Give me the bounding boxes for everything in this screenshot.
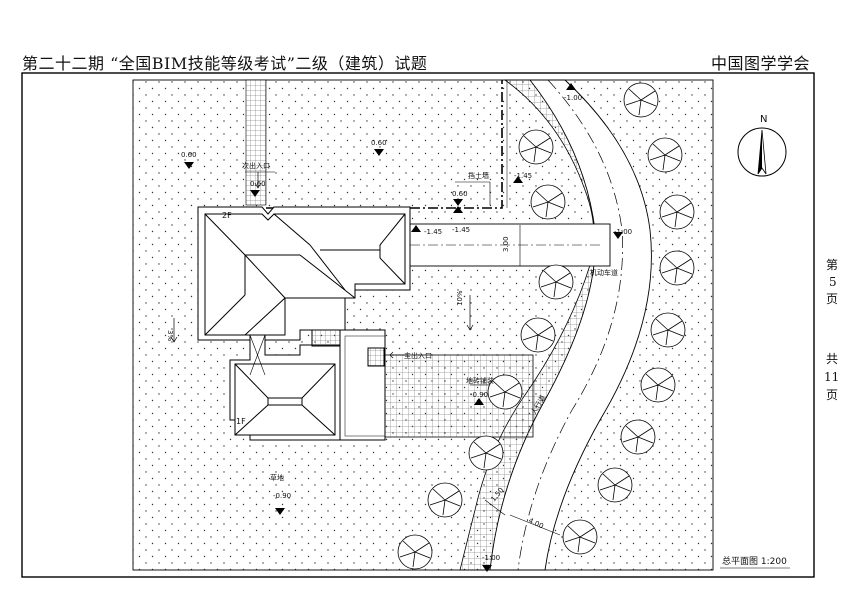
elev-4: 0.60 [452,190,468,198]
page-char-3: 页 [826,292,839,306]
elev-8: -1.45 [514,172,532,180]
floor-1f-label: 1F [236,417,246,426]
retaining-wall-label: 挡土墙 [468,171,489,180]
elev-11: -0.90 [273,492,291,500]
elev-3: 0.60 [250,180,266,188]
page-char-1: 第 [826,258,839,272]
sheet-title: 第二十二期 “全国BIM技能等级考试”二级（建筑）试题 [22,54,428,73]
elev-10: -0.90 [470,391,488,399]
organization-name: 中国图学学会 [710,54,810,73]
car-width-dim [509,514,561,536]
north-compass-icon [737,127,787,177]
road-centerline [517,79,623,571]
elev-2: 0.60 [371,139,387,147]
road-width-value: 3.00 [502,236,510,252]
lawn-label: 草地 [270,473,284,482]
slope-arrows [170,172,474,359]
vehicle-road-label: 机动车道 [590,268,618,277]
total-char-1: 共 [826,352,839,366]
elev-6: -1.45 [424,228,442,236]
slope-left-value: 3% [166,330,174,341]
building-1f [229,329,386,441]
building-2f [197,206,411,341]
trees [397,82,695,570]
walk-width-dim [484,499,506,516]
secondary-entrance-path [245,79,267,206]
total-char-3: 页 [826,388,839,402]
slope-mid-value: 10% [456,290,464,306]
page-char-2: 5 [829,275,837,289]
compass-label: N [760,114,767,125]
secondary-entrance-label: 次出入口 [242,161,270,170]
elevation-markers [184,83,623,572]
elev-7: -1.45 [452,226,470,234]
elev-5: -1.00 [564,94,582,102]
elev-9: -1.00 [614,228,632,236]
sheet-border [21,72,815,578]
elev-1: 0.60 [181,151,197,159]
elev-12: -1.00 [482,554,500,562]
plan-caption: 总平面图 1:200 [722,555,787,567]
brick-paving-label: 地砖铺装 [466,376,494,385]
total-char-2: 11 [824,370,840,384]
floor-2f-label: 2F [222,211,232,220]
main-entrance-label: 主出入口 [404,351,432,360]
